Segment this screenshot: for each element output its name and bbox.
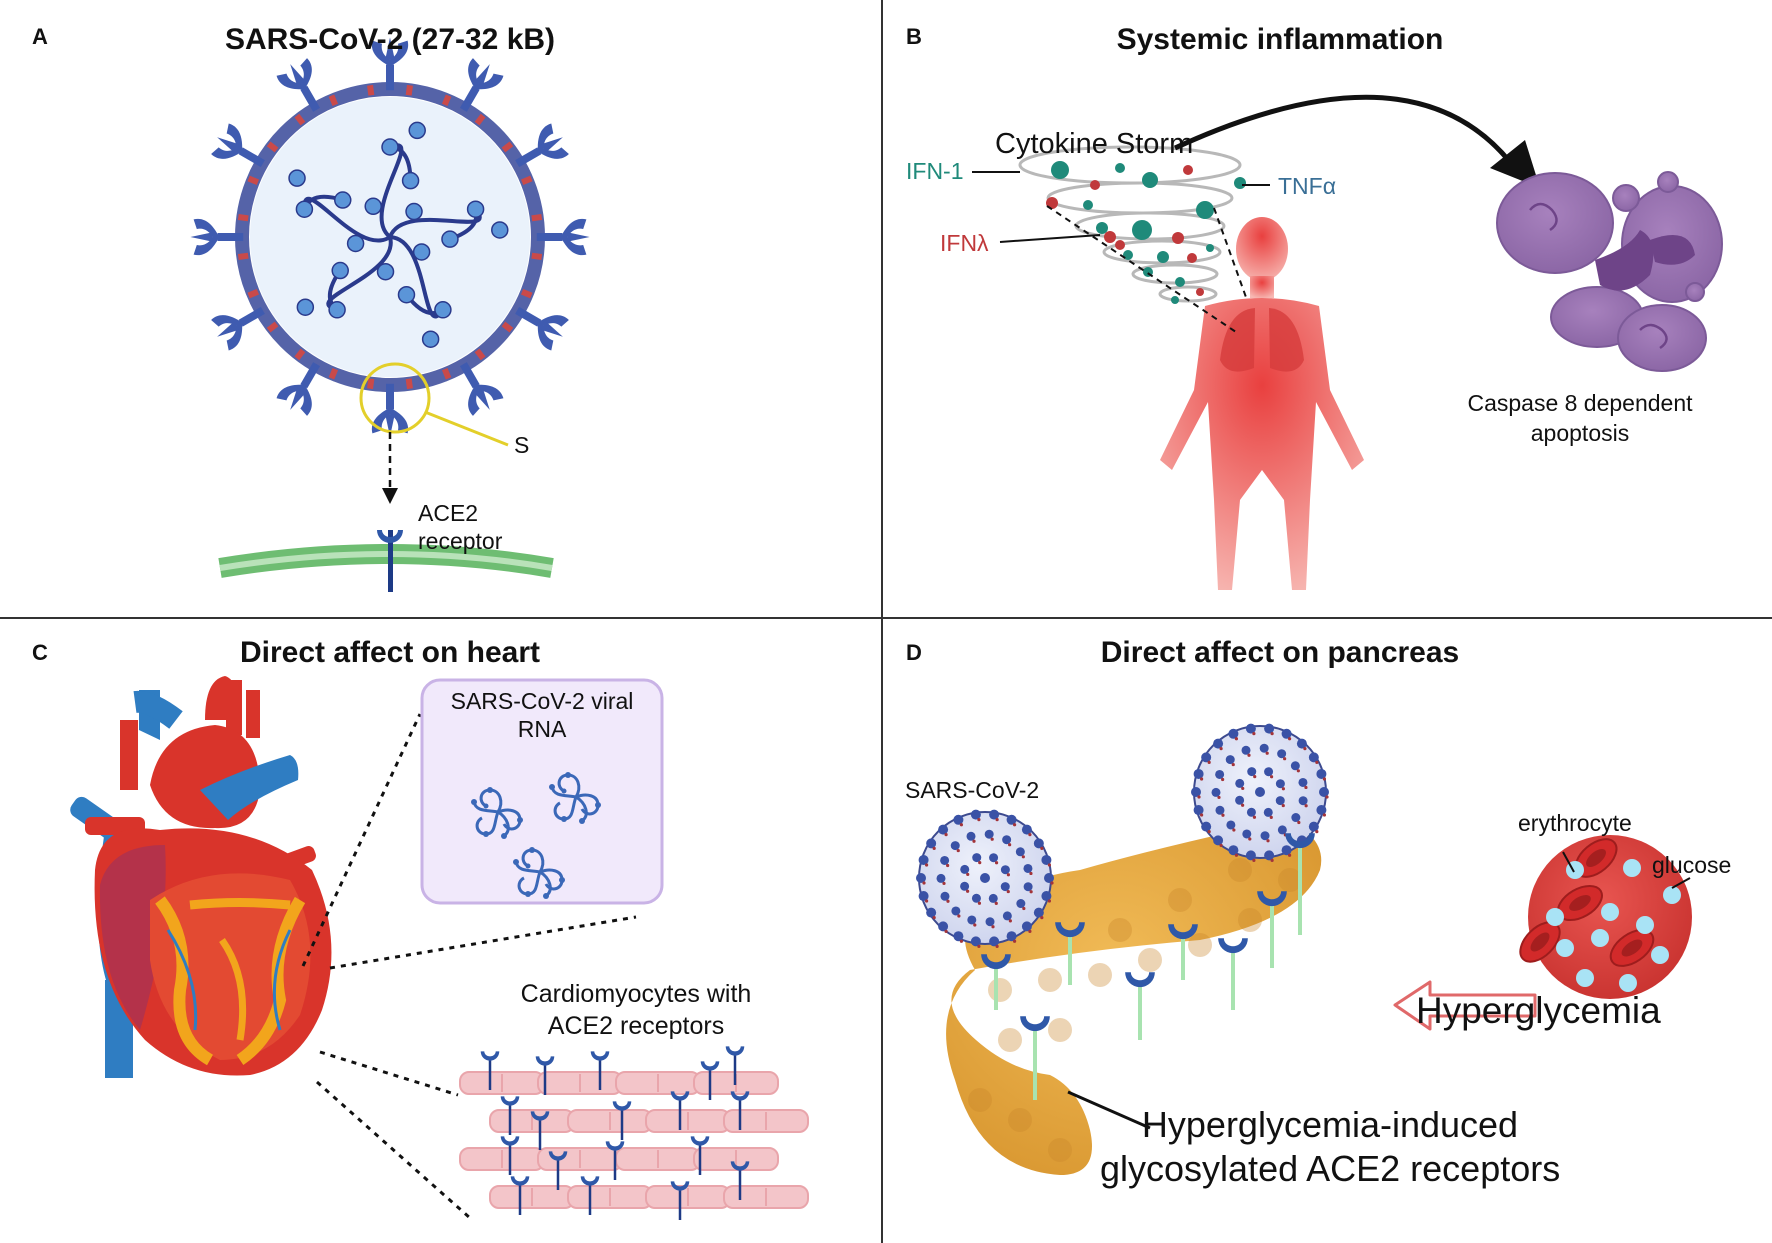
spike-highlight-ring	[359, 362, 431, 434]
glyco-receptor-label-line1: Hyperglycemia-induced	[1141, 1104, 1519, 1145]
glyco-receptor-label-line2: glycosylated ACE2 receptors	[1100, 1148, 1561, 1189]
apoptosis-label-line1: Caspase 8 dependent	[1467, 390, 1693, 416]
panel-b-letter: B	[906, 24, 922, 49]
erythrocyte-label: erythrocyte	[1518, 810, 1632, 836]
lungs-icon	[1220, 308, 1304, 372]
cardiomyocytes-label-line2: ACE2 receptors	[547, 1012, 725, 1040]
spike-label: S	[514, 432, 530, 458]
sars-cov-2-virus-right	[1191, 723, 1329, 862]
panel-d-pancreas-diagram	[916, 723, 1692, 1175]
panel-a-letter: A	[32, 24, 48, 49]
membrane-proteins	[237, 84, 543, 390]
ace2-receptor-label-line1: ACE2	[418, 500, 479, 526]
panel-d-letter: D	[906, 640, 922, 665]
viral-rna-label-line2: RNA	[517, 716, 567, 742]
viral-rna-box	[420, 678, 664, 905]
panel-b-title: Systemic inflammation	[1116, 23, 1444, 56]
blood-vessel-icon	[1519, 835, 1692, 999]
ace2-receptor-label-line2: receptor	[418, 528, 503, 554]
cytokine-storm-label: Cytokine Storm	[995, 128, 1194, 160]
heart-icon	[70, 676, 332, 1078]
panel-b-inflammation-diagram	[972, 94, 1723, 590]
viral-rna-genome	[288, 121, 509, 348]
cardiomyocytes-with-receptors	[459, 1046, 809, 1220]
hyperglycemia-label: Hyperglycemia	[1416, 990, 1661, 1031]
cytokine-storm-tornado	[1018, 145, 1246, 304]
panel-a-title: SARS-CoV-2 (27-32 kB)	[224, 23, 556, 56]
viral-rna-label-line1: SARS-CoV-2 viral	[450, 688, 634, 714]
apoptosis-label-line2: apoptosis	[1530, 420, 1630, 446]
ifn1-label: IFN-1	[906, 158, 964, 184]
ifnl-label: IFNλ	[940, 230, 989, 256]
glucose-label: glucose	[1652, 852, 1732, 878]
sars-cov-2-label: SARS-CoV-2	[905, 777, 1040, 803]
hyperglycemia-arrow	[1393, 980, 1537, 1031]
panel-c-letter: C	[32, 640, 48, 665]
sars-cov-2-virus-left	[916, 809, 1054, 948]
panel-d-title: Direct affect on pancreas	[1100, 636, 1460, 669]
apoptotic-cell-icon	[1496, 171, 1723, 372]
panel-c-heart-diagram	[70, 676, 809, 1220]
human-body	[1160, 217, 1364, 590]
panel-a-virus-diagram	[190, 37, 590, 592]
cardiomyocytes-label-line1: Cardiomyocytes with	[520, 980, 752, 1008]
tnfa-label: TNFα	[1278, 173, 1337, 199]
storm-to-apoptosis-arrow	[1173, 94, 1512, 164]
ace2-receptors-pancreas	[981, 833, 1315, 1100]
panel-c-title: Direct affect on heart	[239, 636, 541, 669]
